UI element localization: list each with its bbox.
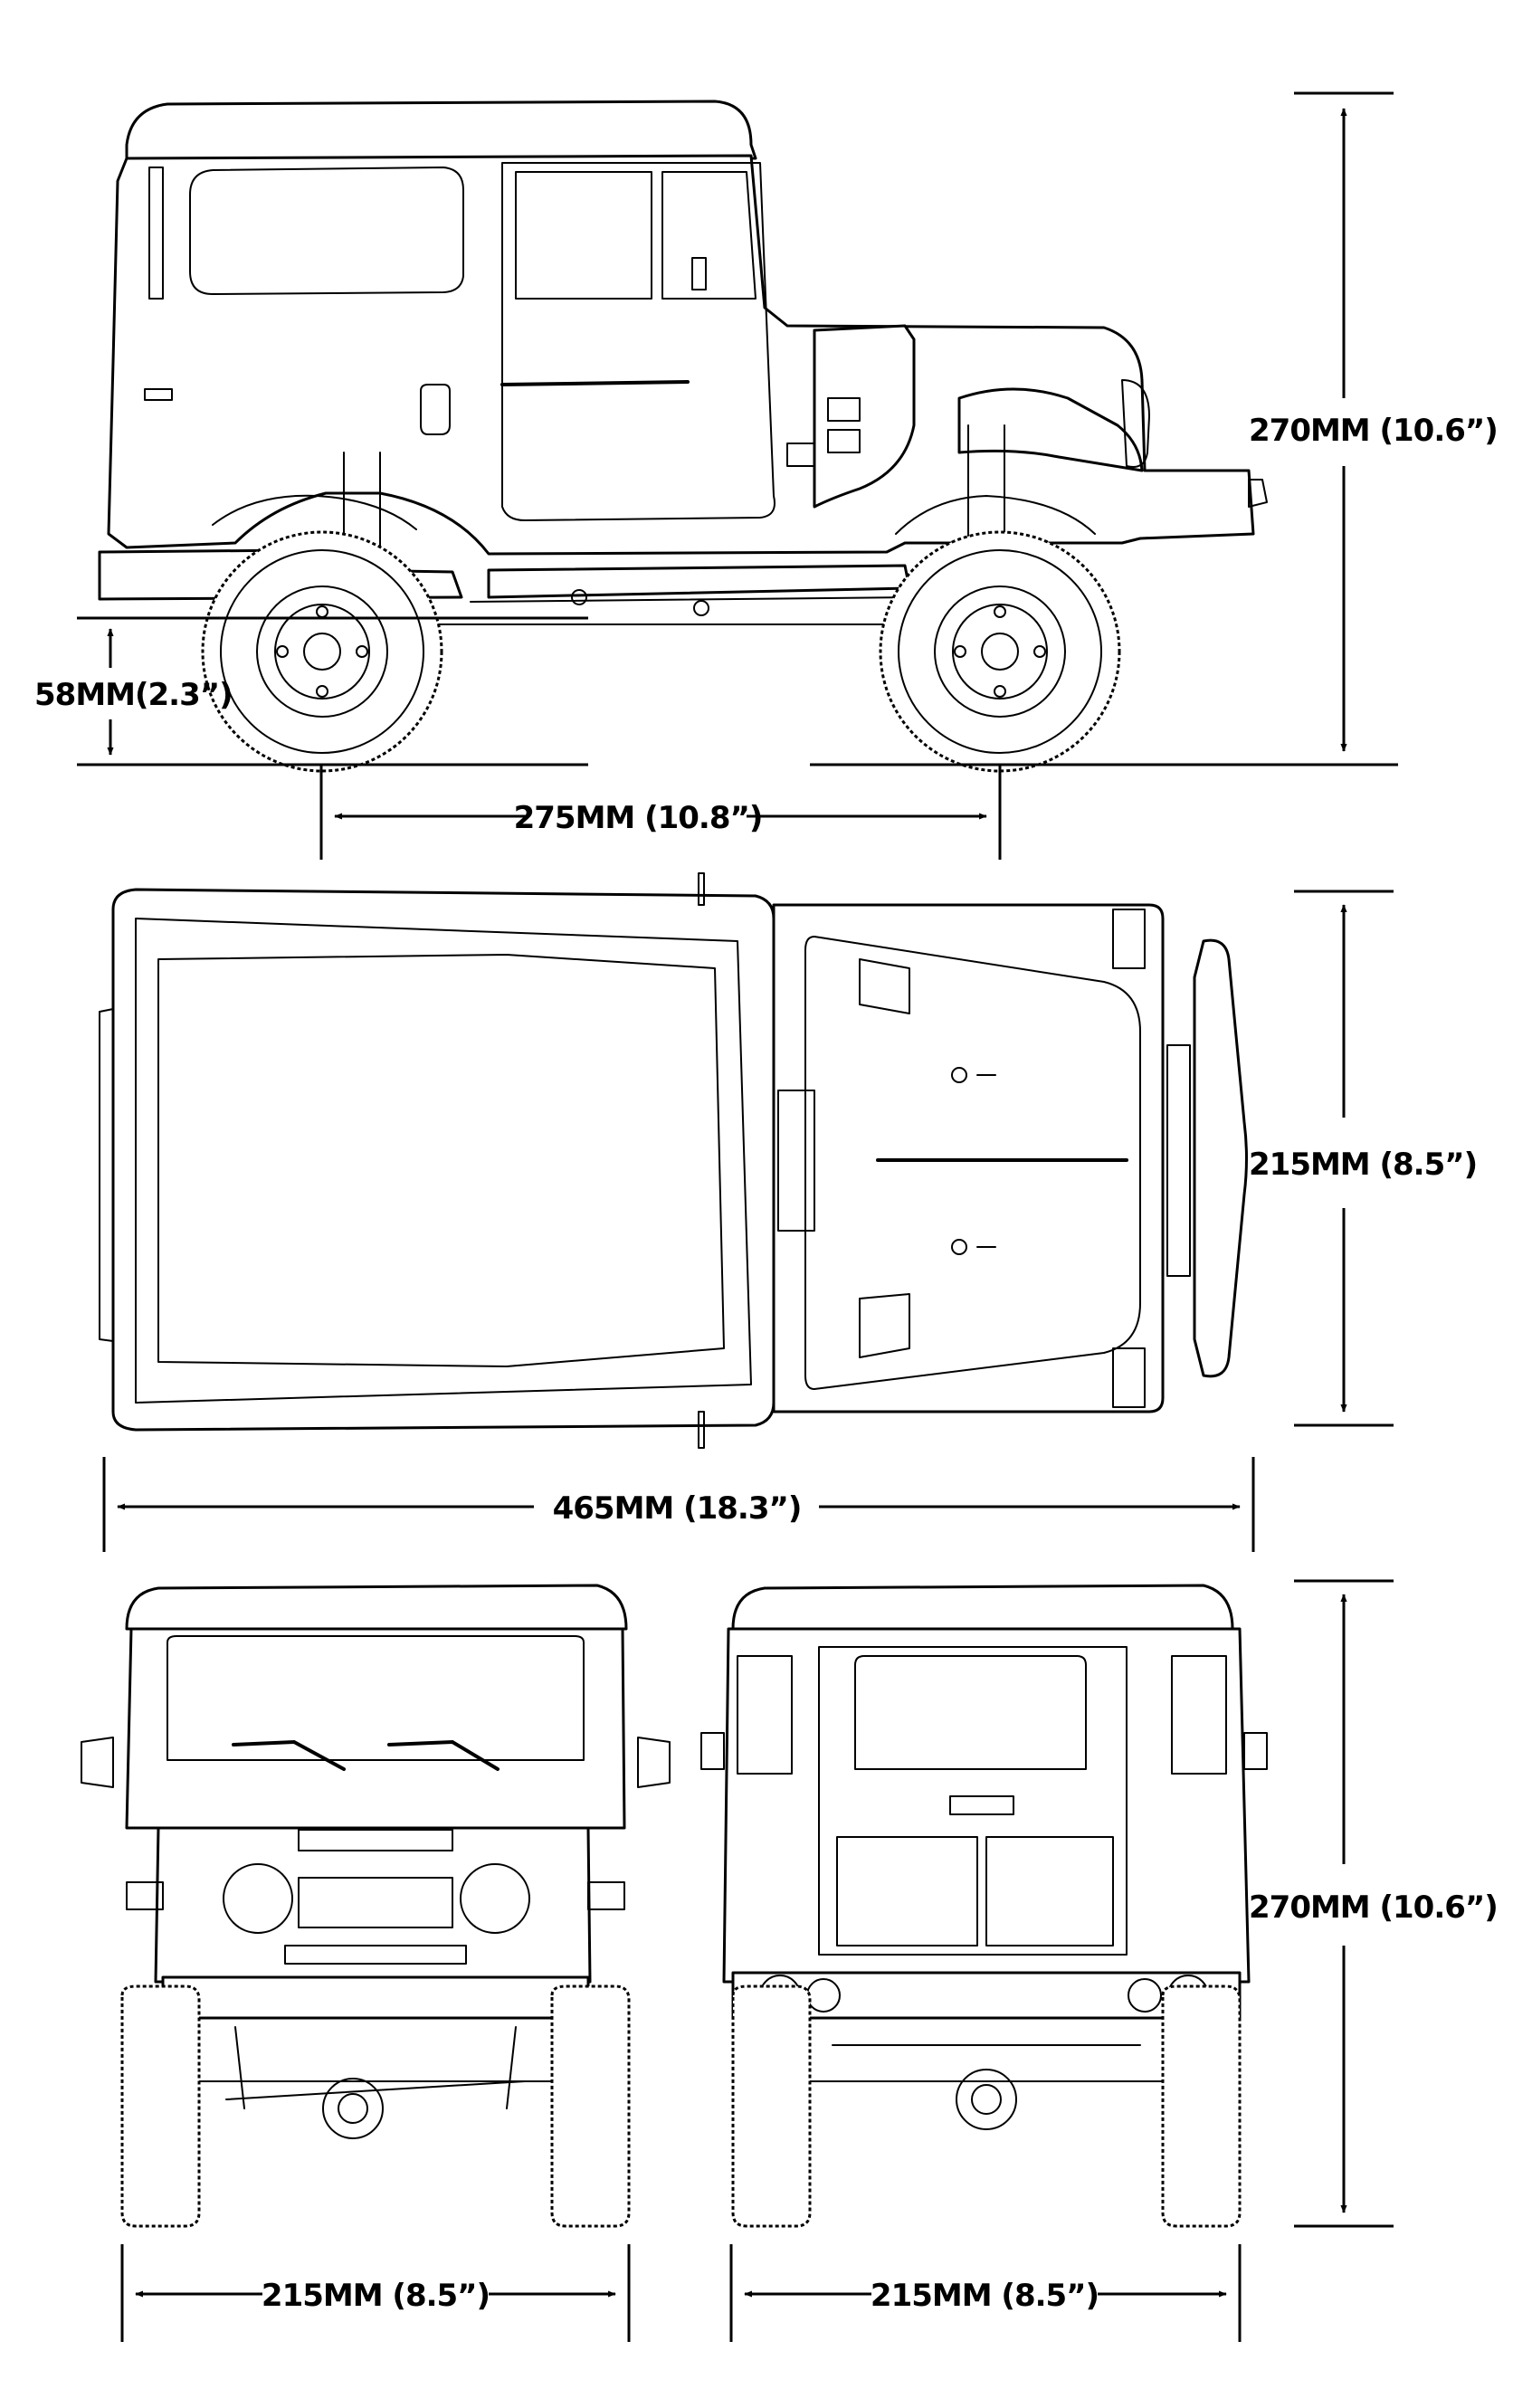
top-width-label: 215MM (8.5”) — [1249, 1147, 1477, 1183]
dimension-rear-width: 215MM (8.5”) — [729, 2244, 1242, 2342]
dimension-front-height: 270MM (10.6”) — [1249, 1579, 1499, 2228]
dimension-wheelbase: 275MM (10.8”) — [319, 765, 1002, 860]
dimension-side-height: 270MM (10.6”) — [810, 91, 1499, 766]
rear-view — [700, 1584, 1268, 2228]
dimension-ground-clearance: 58MM(2.3”) — [34, 616, 588, 766]
top-view — [99, 872, 1248, 1449]
side-height-label: 270MM (10.6”) — [1249, 413, 1498, 449]
wheelbase-label: 275MM (10.8”) — [514, 800, 763, 836]
rear-width-label: 215MM (8.5”) — [871, 2278, 1099, 2314]
ground-clearance-label: 58MM(2.3”) — [34, 677, 233, 713]
dimension-top-width: 215MM (8.5”) — [1249, 890, 1478, 1427]
side-view — [98, 100, 1268, 625]
dimension-overall-length: 465MM (18.3”) — [102, 1457, 1255, 1552]
side-wheels — [201, 530, 1121, 773]
front-view — [81, 1584, 671, 2228]
front-height-label: 270MM (10.6”) — [1249, 1889, 1498, 1926]
dimension-front-width: 215MM (8.5”) — [120, 2244, 631, 2342]
front-width-label: 215MM (8.5”) — [262, 2278, 490, 2314]
overall-length-label: 465MM (18.3”) — [553, 1490, 802, 1527]
